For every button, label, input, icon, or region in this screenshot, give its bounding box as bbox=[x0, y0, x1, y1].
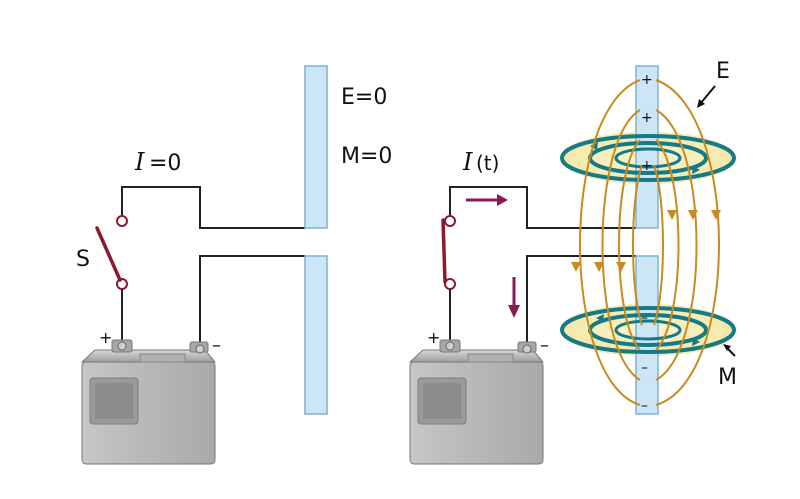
right-e-label: E bbox=[716, 59, 730, 84]
left-current-value: =0 bbox=[149, 151, 181, 176]
current-arrow-icon bbox=[466, 194, 520, 318]
left-battery-minus: – bbox=[212, 335, 221, 356]
left-battery-plus: + bbox=[99, 328, 112, 347]
right-battery-plus: + bbox=[427, 328, 440, 347]
left-return-wire bbox=[199, 255, 305, 352]
e-pointer-icon bbox=[699, 85, 716, 105]
switch-label: S bbox=[76, 247, 90, 272]
plate-charges: + + + – – – bbox=[641, 72, 653, 414]
switch-icon bbox=[95, 215, 128, 290]
right-top-wire bbox=[449, 186, 636, 229]
svg-text:+: + bbox=[641, 110, 653, 126]
left-top-wire bbox=[121, 186, 305, 229]
left-bottom-plate bbox=[304, 255, 328, 415]
svg-text:+: + bbox=[641, 158, 653, 174]
svg-text:+: + bbox=[641, 72, 653, 88]
battery-icon bbox=[408, 339, 545, 465]
right-circuit: + + + – – – E M I (t) + – bbox=[408, 59, 737, 465]
switch-icon bbox=[441, 215, 456, 290]
left-current-symbol: I bbox=[134, 148, 145, 176]
right-current-arg: (t) bbox=[476, 151, 499, 175]
left-field-m-label: M=0 bbox=[341, 144, 392, 169]
left-field-e-label: E=0 bbox=[341, 85, 387, 110]
left-circuit: I =0 E=0 M=0 S + – bbox=[76, 65, 392, 465]
svg-text:–: – bbox=[641, 398, 648, 414]
right-bottom-plate bbox=[635, 255, 659, 415]
svg-text:–: – bbox=[641, 310, 648, 326]
left-top-plate bbox=[304, 65, 328, 229]
electric-field-lines bbox=[571, 79, 721, 406]
svg-text:–: – bbox=[641, 360, 648, 376]
right-m-label: M bbox=[718, 365, 737, 390]
right-battery-minus: – bbox=[540, 335, 549, 356]
right-top-plate bbox=[635, 65, 659, 229]
right-current-symbol: I bbox=[462, 148, 473, 176]
right-return-wire bbox=[526, 255, 636, 352]
battery-icon bbox=[80, 339, 217, 465]
